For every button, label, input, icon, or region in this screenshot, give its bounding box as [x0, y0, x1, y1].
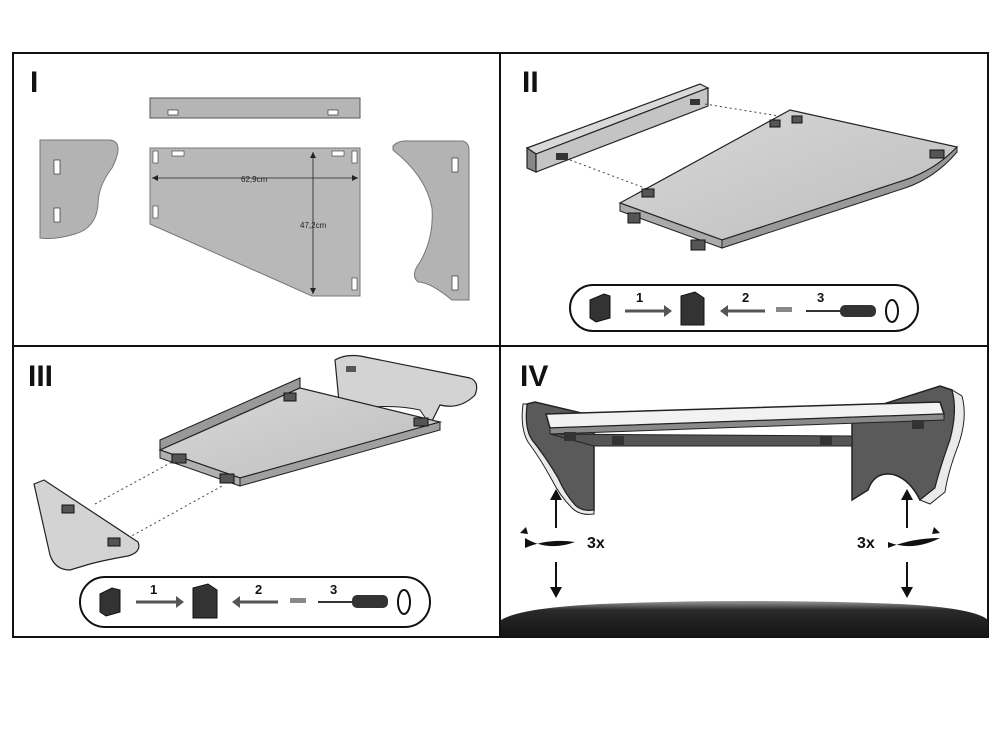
- left-height-adjustment: 3x: [520, 489, 605, 598]
- back-rail-3d: [525, 83, 710, 173]
- sequence-step-3: 3: [817, 290, 824, 305]
- screwdriver-icon: [318, 595, 388, 608]
- shelf-board: 62,9cm 47,2cm: [149, 147, 361, 297]
- bracket-connector-icon: [192, 583, 218, 619]
- rotation-arrow-icon: [525, 538, 575, 548]
- screw-icon: [776, 307, 792, 312]
- sequence-step-1: 1: [636, 290, 643, 305]
- sequence-step-2: 2: [742, 290, 749, 305]
- side-bracket-left: [33, 479, 140, 571]
- rotation-count-label: 3x: [587, 535, 605, 552]
- right-bracket: [392, 140, 470, 301]
- guide-line: [704, 103, 786, 118]
- rotation-count-label: 3x: [857, 535, 875, 552]
- depth-dimension-label: 47,2cm: [300, 221, 327, 230]
- step-3-label: III: [28, 360, 53, 393]
- fitting-sequence-box: 1 2 3: [569, 284, 919, 332]
- floor-surface: [501, 601, 988, 637]
- screwdriver-icon: [806, 305, 876, 317]
- bracket-connector-icon: [680, 291, 705, 326]
- sequence-step-1: 1: [150, 582, 157, 597]
- step-2-panel: II 1: [522, 66, 959, 332]
- sequence-step-2: 2: [255, 582, 262, 597]
- step-1-panel: I: [30, 66, 470, 301]
- fitting-sequence-box: 1 2 3: [79, 576, 431, 628]
- step-2-label: II: [522, 66, 539, 99]
- step-4-panel: IV 3x: [501, 360, 988, 637]
- step-1-label: I: [30, 66, 38, 99]
- sequence-step-3: 3: [330, 582, 337, 597]
- step-4-label: IV: [520, 360, 548, 393]
- right-height-adjustment: 3x: [857, 489, 940, 598]
- rotate-icon: [885, 299, 899, 323]
- glass-shelf: [618, 109, 959, 251]
- shelf-assembly: [158, 377, 443, 487]
- connector-block-icon: [99, 587, 121, 617]
- back-rail: [149, 97, 361, 119]
- guide-line: [569, 159, 651, 191]
- step-3-panel: III: [28, 354, 478, 628]
- screw-icon: [290, 598, 306, 603]
- assembled-shelf: [545, 401, 946, 447]
- rotate-icon: [397, 589, 411, 615]
- connector-block-icon: [589, 293, 611, 323]
- rotation-arrow-icon: [888, 538, 940, 548]
- left-bracket: [39, 139, 119, 239]
- width-dimension-label: 62,9cm: [241, 175, 268, 184]
